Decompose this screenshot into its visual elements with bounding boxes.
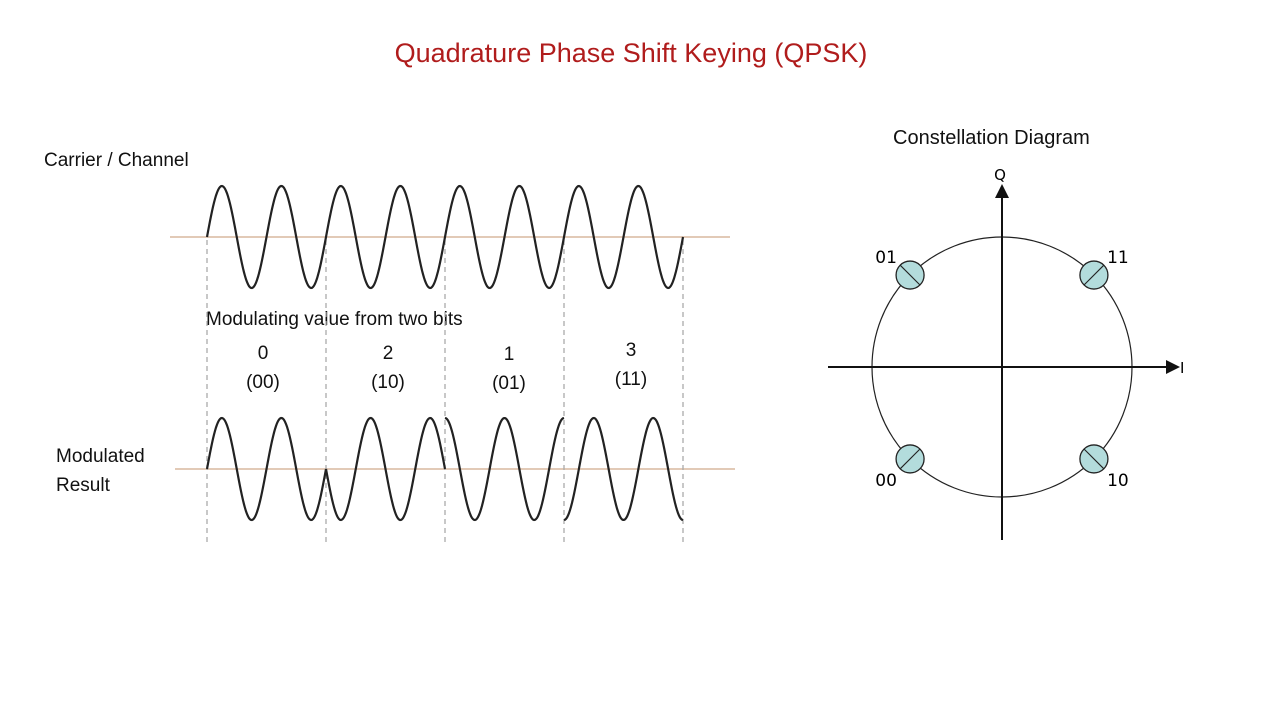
modulated-wave-segment	[444, 416, 565, 522]
i-axis-arrow-icon	[1166, 360, 1180, 374]
symbol-value: 2	[382, 343, 394, 364]
symbol-bits: (01)	[492, 373, 526, 394]
circle-arc-through-point	[899, 264, 921, 286]
symbol-label: 1 (01)	[479, 340, 539, 398]
symbol-value: 0	[257, 343, 269, 364]
constellation-title: Constellation Diagram	[893, 127, 1090, 149]
symbol-bits: (10)	[371, 372, 405, 393]
carrier-label: Carrier / Channel	[44, 150, 189, 171]
symbol-bits: (00)	[246, 372, 280, 393]
constellation-point-label: 00	[875, 471, 897, 491]
carrier-wave	[205, 184, 685, 290]
constellation-point-label: 11	[1107, 248, 1129, 268]
symbol-value: 3	[625, 340, 637, 361]
circle-arc-through-point	[899, 448, 921, 470]
symbol-value: 1	[503, 344, 515, 365]
symbol-label: 3 (11)	[601, 336, 661, 394]
circle-arc-through-point	[1083, 264, 1105, 286]
modulated-wave-segment	[205, 416, 328, 522]
circle-arc-through-point	[1083, 448, 1105, 470]
modulated-wave-segment	[563, 416, 684, 522]
modulated-label-line2: Result	[56, 475, 110, 496]
i-axis-label: I	[1180, 359, 1184, 377]
slide-title: Quadrature Phase Shift Keying (QPSK)	[394, 38, 868, 68]
symbol-label: 2 (10)	[358, 339, 418, 397]
modulated-label-line1: Modulated	[56, 446, 145, 467]
modulated-label: Modulated Result	[56, 442, 145, 500]
q-axis-label: Q	[994, 166, 1006, 184]
constellation-point-label: 01	[875, 248, 897, 268]
symbol-label: 0 (00)	[233, 339, 293, 397]
constellation-point-label: 10	[1107, 471, 1129, 491]
modulating-label: Modulating value from two bits	[206, 309, 463, 330]
modulated-wave-segment	[324, 416, 447, 522]
q-axis-arrow-icon	[995, 184, 1009, 198]
symbol-bits: (11)	[614, 369, 648, 390]
